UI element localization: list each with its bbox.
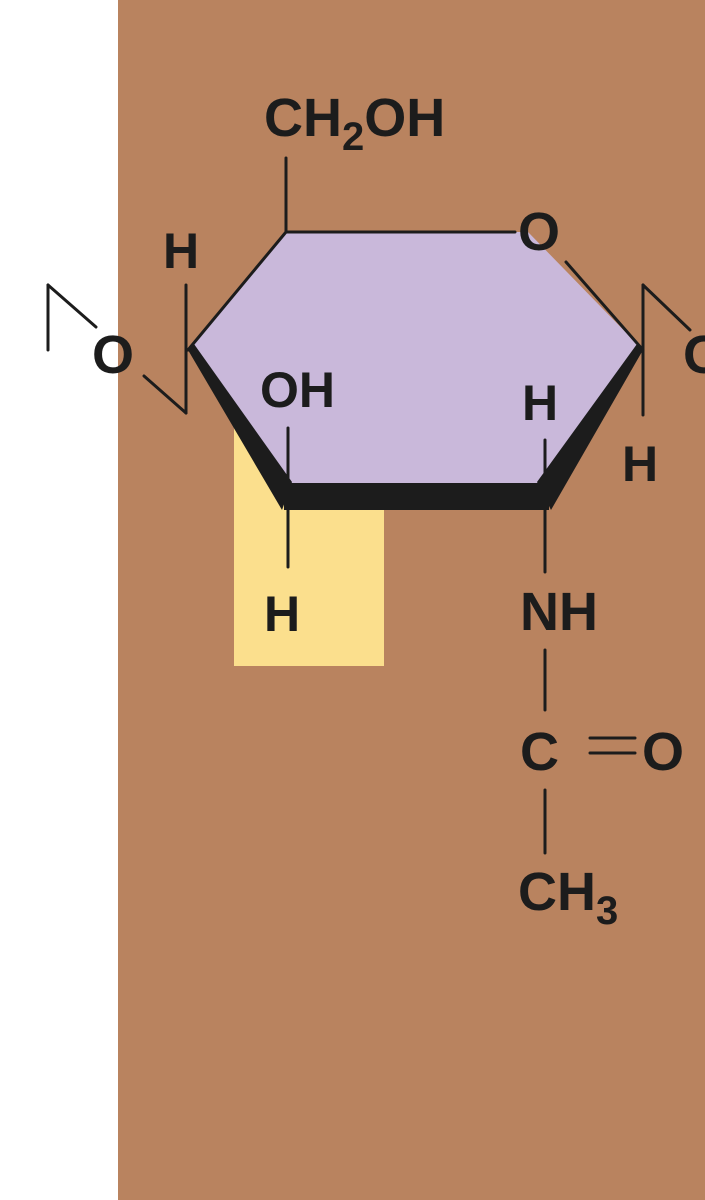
- acetyl-methyl-label: CH3: [518, 862, 618, 933]
- glycosidic-oxygen-right-label: O: [683, 325, 705, 385]
- ch2oh-label: CH2OH: [264, 88, 445, 159]
- bond-o-link-right: [641, 283, 692, 332]
- c3-hydroxyl-label: OH: [260, 362, 335, 418]
- ring-oxygen-label: O: [518, 202, 560, 262]
- bond-o-link-diag: [46, 283, 98, 329]
- ring-bond-c5-c4: [186, 230, 288, 352]
- ring-bond-c3-c2-bold: [284, 483, 549, 510]
- pyranose-ring: [188, 232, 643, 497]
- left-white-margin: [0, 0, 118, 1200]
- c2-hydrogen-label: H: [522, 375, 558, 431]
- acetyl-carbon-label: C: [520, 722, 559, 782]
- ring-bond-c1-c2-wedge: [537, 344, 643, 510]
- c3-hydrogen-label: H: [264, 586, 300, 642]
- acetyl-oxygen-label: O: [642, 722, 684, 782]
- background-panel: [118, 0, 705, 1200]
- ring-bond-c4-c3-wedge: [188, 344, 292, 510]
- bond-o-link-left: [142, 374, 188, 415]
- glycosidic-oxygen-left-label: O: [92, 325, 134, 385]
- c2-amine-label: NH: [520, 582, 598, 642]
- c4-hydrogen-label: H: [163, 223, 199, 279]
- ring-bond-o-c1: [564, 260, 645, 352]
- c1-hydrogen-label: H: [622, 436, 658, 492]
